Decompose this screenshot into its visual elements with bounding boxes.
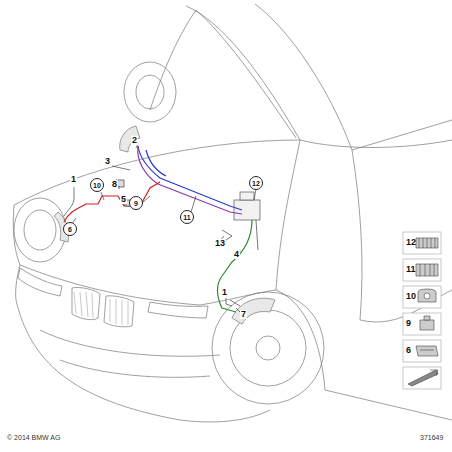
- callout-number: 12: [406, 237, 416, 247]
- callout-number: 6: [406, 345, 411, 355]
- callout-number: 7: [240, 310, 247, 319]
- callout-number: 13: [214, 239, 226, 248]
- copyright-note: © 2014 BMW AG: [6, 434, 61, 441]
- callout-number: 1: [221, 288, 228, 297]
- callout-number: 10: [93, 182, 101, 189]
- callout-number: 8: [111, 180, 118, 189]
- callout-number: 2: [131, 136, 138, 145]
- callout-number: 6: [68, 226, 72, 233]
- callout-number: 12: [252, 180, 260, 187]
- callout-number: 10: [406, 291, 416, 301]
- callout-number: 11: [406, 264, 416, 274]
- legend-box: 6: [403, 340, 441, 362]
- callout-number: 9: [406, 318, 411, 328]
- image-number: 371649: [419, 434, 444, 441]
- callout-circle: 6: [63, 222, 77, 236]
- callout-number: 1: [70, 175, 77, 184]
- legend-box: 10: [403, 286, 441, 308]
- callout-circle: 9: [129, 196, 143, 210]
- legend-box: 12: [403, 232, 441, 254]
- legend-box: 9: [403, 313, 441, 335]
- callout-number: 3: [104, 157, 111, 166]
- callout-number: 9: [134, 200, 138, 207]
- callout-circle: 11: [180, 210, 194, 224]
- callout-circle: 12: [249, 176, 263, 190]
- callout-number: 11: [183, 214, 190, 221]
- callout-circle: 10: [90, 178, 104, 192]
- callout-number: 4: [233, 250, 240, 259]
- legend-box: 11: [403, 259, 441, 281]
- callout-number: 5: [120, 195, 127, 204]
